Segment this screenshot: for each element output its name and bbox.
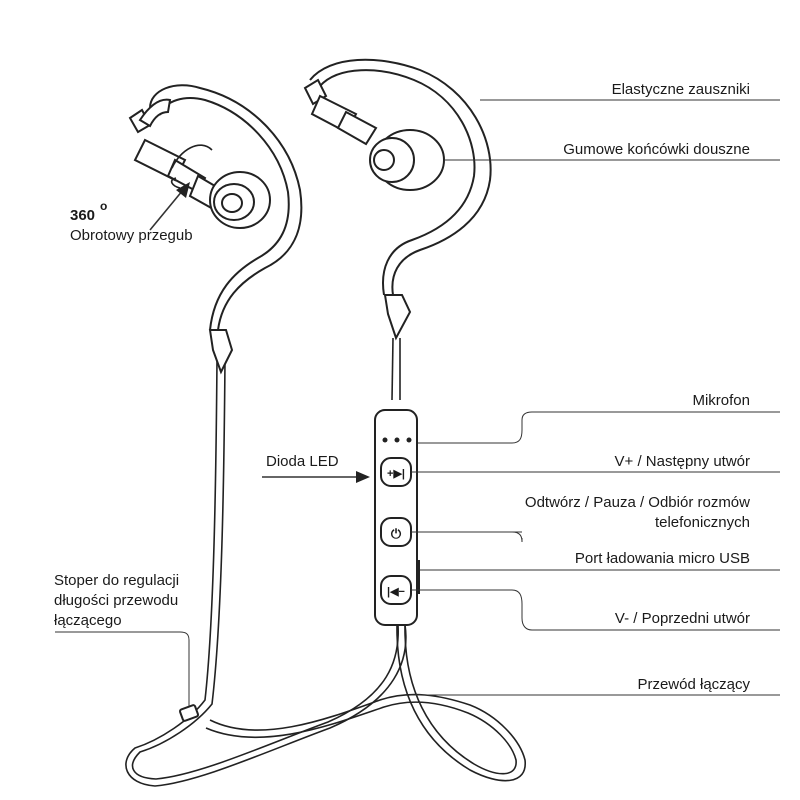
label-usb-port: Port ładowania micro USB [575, 550, 750, 567]
left-earphone [128, 84, 303, 375]
label-led: Dioda LED [266, 453, 339, 470]
power-icon: ⏻ [391, 526, 402, 541]
usb-port [416, 560, 420, 594]
leader-lines [55, 99, 780, 706]
label-stopper-3: łączącego [54, 612, 122, 629]
label-rotation-joint: Obrotowy przegub [70, 227, 193, 244]
label-stopper-2: długości przewodu [54, 592, 178, 609]
label-cable: Przewód łączący [637, 676, 750, 693]
cable-stopper [178, 704, 200, 722]
microphone-dot [382, 437, 388, 443]
connecting-cable [125, 359, 526, 787]
microphone-dot [394, 437, 400, 443]
label-volume-up: V+ / Następny utwór [615, 453, 750, 470]
right-earphone [303, 58, 492, 401]
label-rotation-sup: o [100, 199, 107, 213]
label-microphone: Mikrofon [692, 392, 750, 409]
label-volume-down: V- / Poprzedni utwór [615, 610, 750, 627]
label-play-pause-2: telefonicznych [655, 514, 750, 531]
label-ear-tips: Gumowe końcówki douszne [563, 141, 750, 158]
volume-down-button-symbol: |◀− [387, 586, 405, 598]
label-ear-hooks: Elastyczne zauszniki [612, 81, 750, 98]
label-play-pause-1: Odtwórz / Pauza / Odbiór rozmów [525, 494, 750, 511]
remote-control: +▶| ⏻ |◀− [374, 409, 420, 626]
volume-up-button-symbol: +▶| [387, 468, 405, 480]
label-rotation-degrees: 360 [70, 207, 95, 224]
label-stopper-1: Stoper do regulacji [54, 572, 179, 589]
microphone-dot [406, 437, 412, 443]
